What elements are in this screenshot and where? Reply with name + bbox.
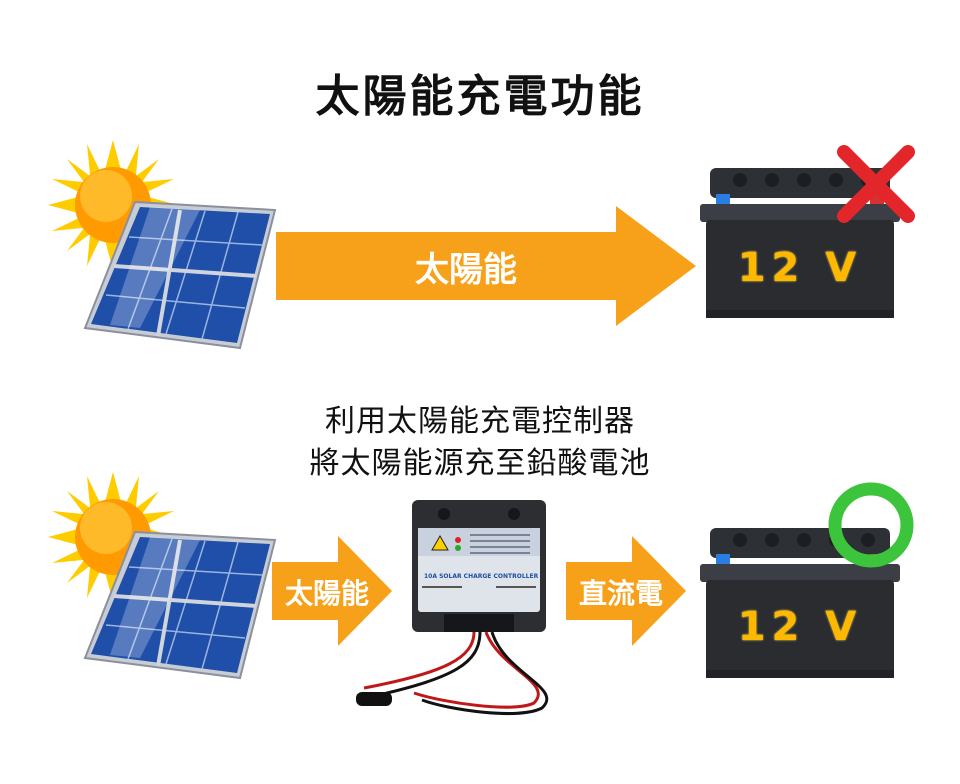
cross-icon bbox=[837, 145, 915, 223]
solar-panel-icon bbox=[83, 530, 277, 680]
charge-controller-icon bbox=[363, 500, 549, 715]
solar-flow-arrow bbox=[276, 206, 696, 326]
controller-label: 10A SOLAR CHARGE CONTROLLER bbox=[424, 573, 539, 580]
dc-output-label: 直流電 bbox=[578, 577, 663, 610]
solar-arrow-label: 太陽能 bbox=[415, 250, 517, 290]
check-circle-icon bbox=[828, 482, 914, 568]
subtitle-line-1: 利用太陽能充電控制器 bbox=[325, 404, 635, 439]
solar-input-arrow bbox=[272, 536, 392, 646]
battery-voltage-label: 12 V bbox=[737, 245, 863, 291]
solar-panel-icon bbox=[83, 200, 277, 350]
dc-output-arrow bbox=[566, 536, 686, 646]
battery-icon bbox=[700, 528, 900, 678]
subtitle-line-2: 將太陽能源充至鉛酸電池 bbox=[309, 446, 651, 481]
plug-icon bbox=[356, 692, 392, 706]
battery-voltage-label: 12 V bbox=[737, 604, 863, 650]
page-title: 太陽能充電功能 bbox=[315, 71, 645, 122]
battery-icon bbox=[700, 168, 900, 318]
solar-input-label: 太陽能 bbox=[284, 577, 369, 610]
